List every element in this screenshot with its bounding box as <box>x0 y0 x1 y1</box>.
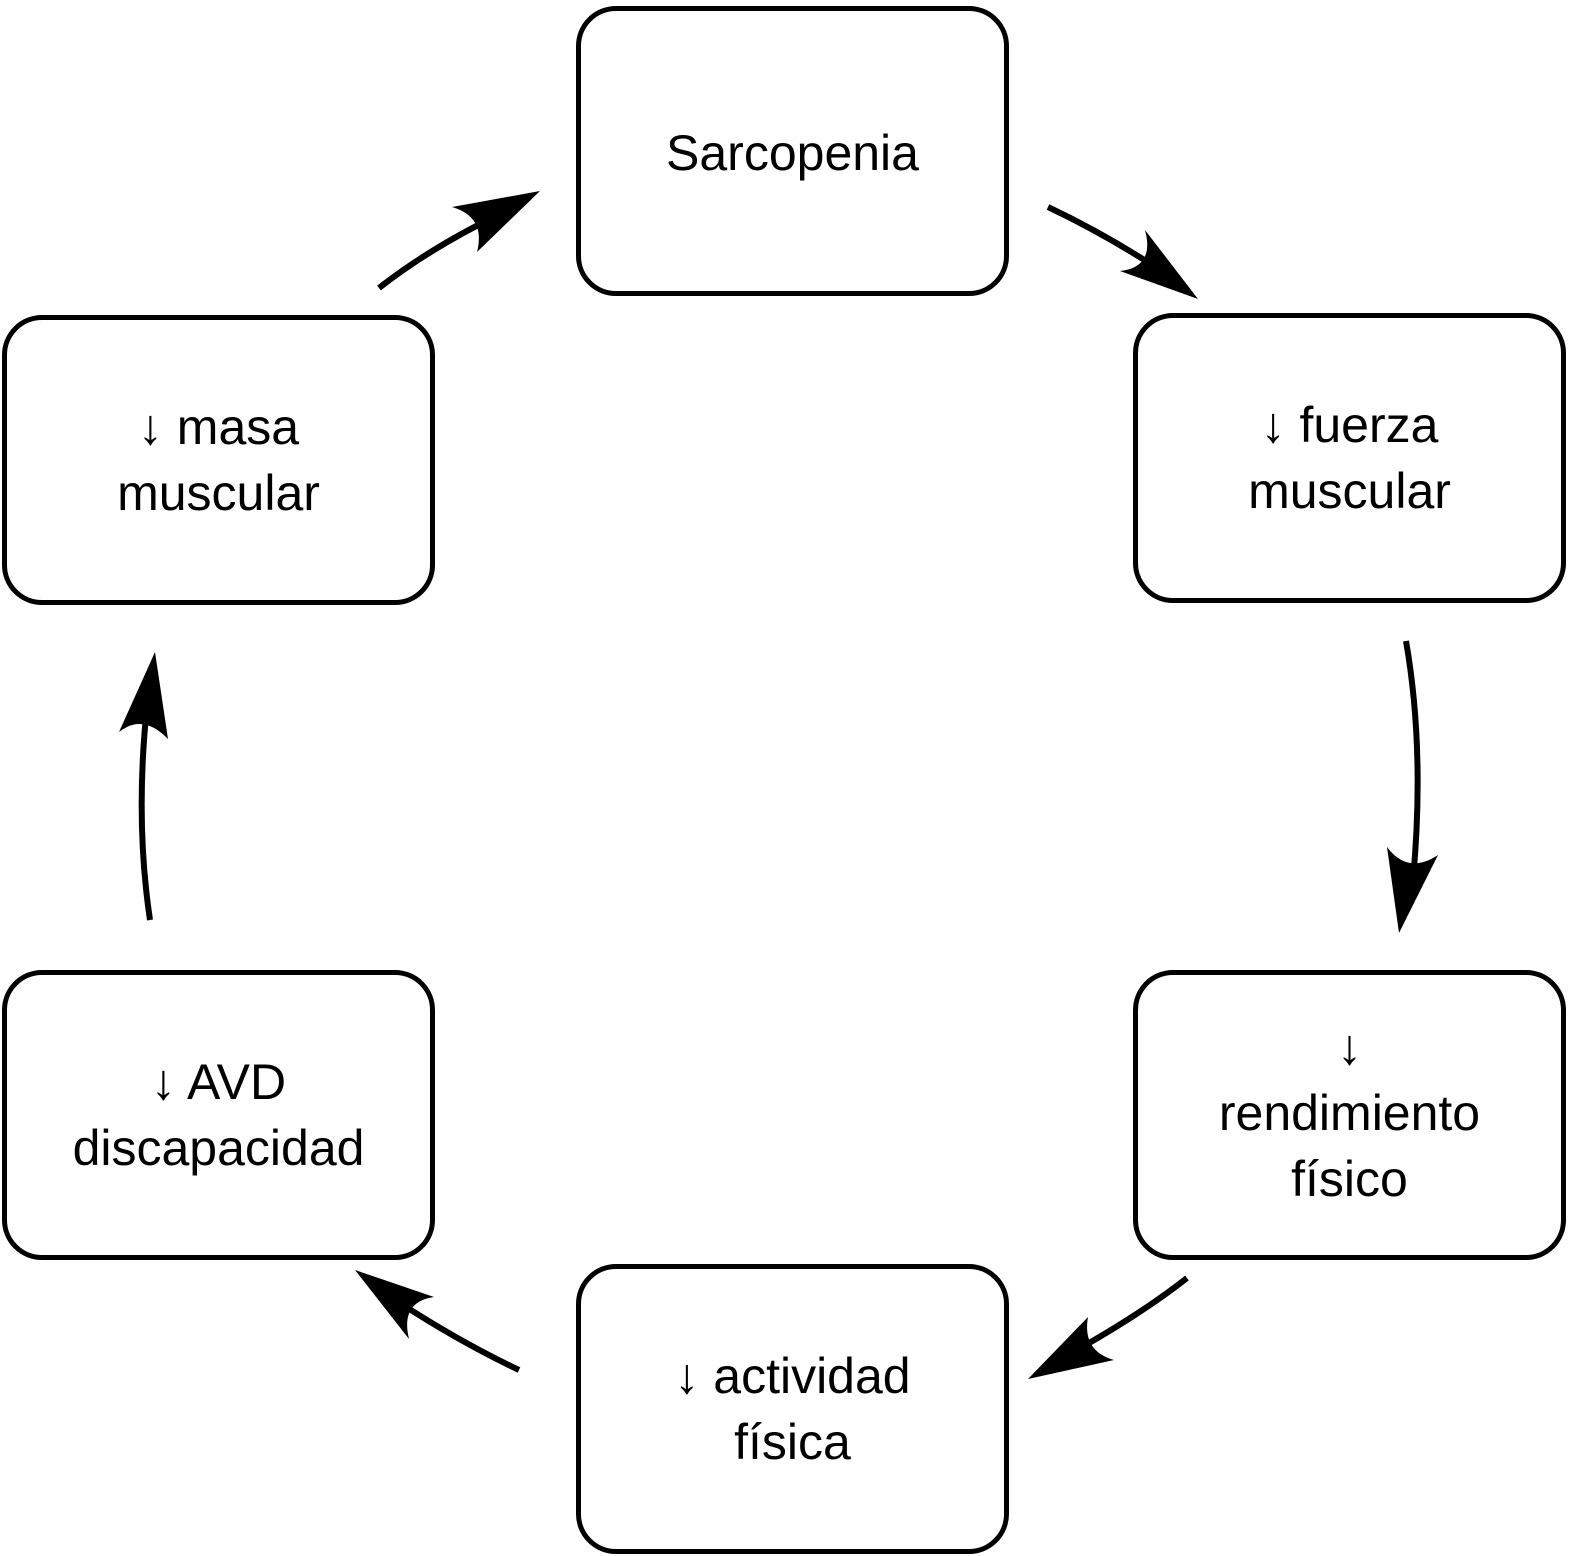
node-actividad-fisica-label: ↓ actividad física <box>674 1348 911 1470</box>
arrowhead-rendimiento <box>1387 847 1438 933</box>
arrowhead-fuerza <box>1120 230 1198 299</box>
arrowhead-sarcopenia <box>452 191 540 252</box>
arrowhead-actividad <box>1028 1317 1114 1379</box>
node-actividad-fisica: ↓ actividad física <box>576 1264 1009 1554</box>
node-masa-muscular: ↓ masa muscular <box>2 315 435 605</box>
edge-fuerza-to-rendimiento <box>1403 640 1421 881</box>
node-fuerza-muscular: ↓ fuerza muscular <box>1133 313 1566 603</box>
arrowhead-avd <box>355 1270 434 1339</box>
node-masa-muscular-label: ↓ masa muscular <box>117 399 320 521</box>
node-rendimiento-fisico: ↓ rendimiento físico <box>1133 970 1566 1260</box>
node-avd-discapacidad-label: ↓ AVD discapacidad <box>72 1054 365 1176</box>
arrowhead-masa <box>119 652 168 739</box>
edge-actividad-to-avd <box>398 1300 521 1373</box>
node-fuerza-muscular-label: ↓ fuerza muscular <box>1248 397 1451 519</box>
edge-avd-to-masa <box>138 705 153 921</box>
node-rendimiento-fisico-label: ↓ rendimiento físico <box>1218 1019 1481 1207</box>
node-avd-discapacidad: ↓ AVD discapacidad <box>2 970 435 1260</box>
node-sarcopenia: Sarcopenia <box>576 6 1009 296</box>
node-sarcopenia-label: Sarcopenia <box>666 125 919 181</box>
